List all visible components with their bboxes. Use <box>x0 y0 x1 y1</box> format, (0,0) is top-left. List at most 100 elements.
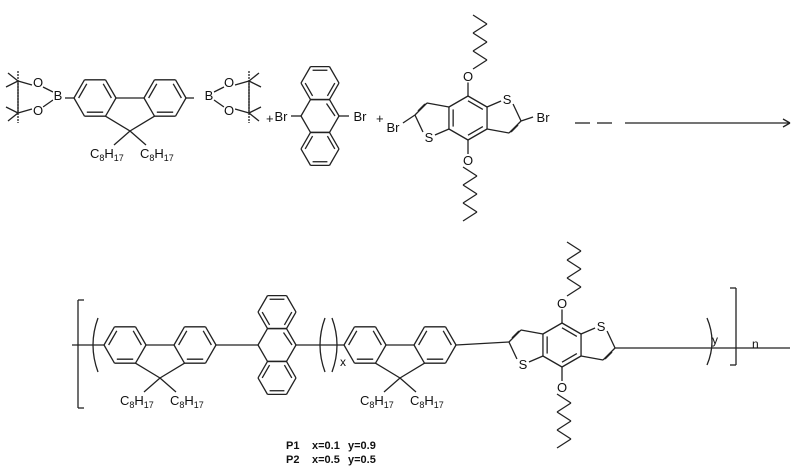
bond <box>444 326 457 346</box>
bond <box>414 102 428 116</box>
bond <box>472 41 488 52</box>
bond <box>510 124 519 133</box>
bond <box>486 100 502 108</box>
bond <box>73 97 86 117</box>
bond <box>462 184 478 195</box>
bond <box>348 330 358 346</box>
bond <box>300 132 312 150</box>
bond <box>372 330 382 346</box>
bond <box>129 130 147 146</box>
bond <box>282 332 293 346</box>
bond <box>383 377 401 393</box>
bond <box>561 322 582 335</box>
bond <box>113 130 131 146</box>
bond <box>234 108 250 114</box>
bond <box>328 66 340 84</box>
bond <box>257 311 269 329</box>
bond <box>542 355 563 368</box>
bond <box>467 95 488 108</box>
bond <box>143 97 156 117</box>
repeat-n: n <box>752 337 759 351</box>
polymer-legend: P1 x=0.1 y=0.9 P2 x=0.5 y=0.5 <box>286 440 376 466</box>
legend-x: x=0.5 <box>312 454 340 466</box>
bond <box>414 114 424 133</box>
bond <box>580 355 604 361</box>
bond <box>402 114 416 124</box>
bond <box>300 99 312 117</box>
bond <box>375 362 401 379</box>
bond <box>257 361 269 379</box>
bond <box>472 23 488 34</box>
atom-label: B <box>54 88 63 103</box>
bond <box>304 82 314 97</box>
bond <box>5 80 19 88</box>
atom-label: O <box>224 103 234 118</box>
legend-y: y=0.9 <box>348 440 376 452</box>
bond <box>556 402 572 413</box>
bond <box>248 106 262 114</box>
bond <box>17 108 33 114</box>
bond <box>782 122 791 128</box>
bond <box>328 132 340 150</box>
bond <box>462 193 478 204</box>
bond <box>5 106 19 114</box>
octyl-label: C8H17 <box>170 393 204 410</box>
bond <box>103 344 116 364</box>
octyl-label: C8H17 <box>360 393 394 410</box>
bond <box>213 86 225 93</box>
bond <box>129 115 155 132</box>
bond <box>285 344 297 362</box>
bond <box>467 128 488 141</box>
bond <box>174 97 187 117</box>
bond <box>143 377 161 393</box>
bond <box>556 393 572 404</box>
bond <box>442 330 452 346</box>
atom-label: Br <box>537 110 551 125</box>
bond <box>561 355 582 368</box>
bond <box>261 364 271 379</box>
bond <box>472 59 488 70</box>
bond <box>78 83 88 99</box>
bond <box>148 83 158 99</box>
bond <box>417 103 426 112</box>
bond <box>143 79 156 99</box>
bond <box>580 327 596 335</box>
bond <box>248 112 260 122</box>
legend-name: P2 <box>286 454 299 466</box>
bond <box>326 82 336 97</box>
bond <box>561 353 578 363</box>
bond <box>343 344 356 364</box>
repeat-x: x <box>340 355 346 369</box>
bond <box>556 420 572 431</box>
bond <box>257 328 269 346</box>
bond <box>413 326 426 346</box>
bond <box>520 329 544 335</box>
bond <box>566 268 582 279</box>
bond <box>374 326 387 346</box>
bond <box>448 95 469 108</box>
atom-label: B <box>205 88 214 103</box>
bond <box>782 118 791 124</box>
bond <box>73 79 86 99</box>
parenthesis <box>331 317 338 373</box>
octyl-label: C8H17 <box>120 393 154 410</box>
parenthesis <box>319 317 326 373</box>
bond <box>508 341 518 360</box>
bond <box>285 377 297 395</box>
bond <box>462 175 478 186</box>
bond <box>462 202 478 213</box>
bond <box>448 128 469 141</box>
bond <box>434 128 450 136</box>
atom-label: Br <box>386 120 400 135</box>
bond <box>343 326 356 346</box>
plus-sign: + <box>266 111 274 126</box>
bond <box>328 115 340 133</box>
atom-label: O <box>33 75 43 90</box>
bond <box>135 362 161 379</box>
bond <box>285 328 297 346</box>
bond <box>248 80 262 88</box>
bond <box>426 102 450 108</box>
bond <box>213 99 225 108</box>
